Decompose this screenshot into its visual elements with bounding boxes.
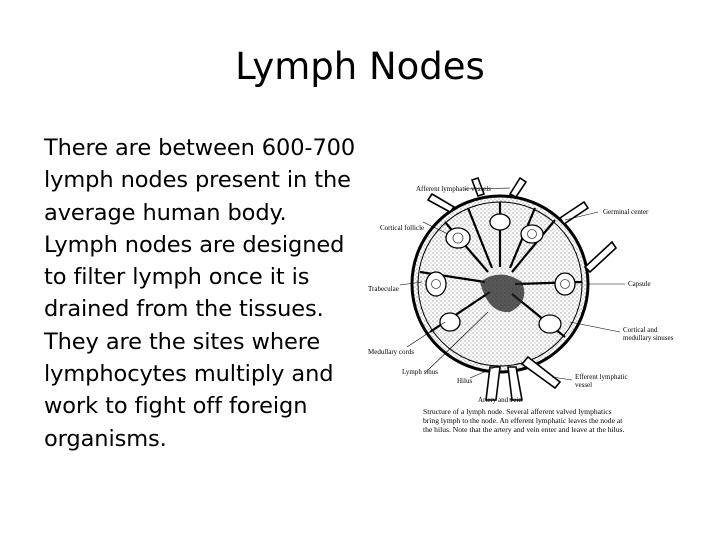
slide-title: Lymph Nodes (235, 45, 485, 88)
slide-body-text: There are between 600-700 lymph nodes pr… (44, 135, 356, 452)
label-germinal-center: Germinal center (603, 208, 649, 216)
label-cortical-follicle: Cortical follicle (380, 224, 425, 232)
label-artery-and-vein: Artery and vein (478, 396, 522, 404)
label-trabeculae: Trabeculae (368, 285, 399, 293)
label-efferent-vessel: vessel (575, 381, 593, 389)
label-medullary-cords: Medullary cords (368, 348, 415, 356)
figure-caption: Structure of a lymph node. Several affer… (423, 407, 625, 435)
label-hilus: Hilus (457, 377, 473, 385)
lymph-node-illustration (399, 176, 625, 402)
lymph-node-diagram: Afferent lymphatic vessels Germinal cent… (360, 172, 673, 452)
label-afferent-lymphatic-vessels: Afferent lymphatic vessels (416, 185, 491, 193)
label-lymph-sinus: Lymph sinus (402, 368, 438, 376)
label-cortical-and: Cortical and (623, 326, 658, 334)
label-capsule: Capsule (628, 280, 651, 288)
label-efferent-lymphatic: Efferent lymphatic (575, 373, 628, 381)
label-medullary-sinuses: medullary sinuses (623, 334, 674, 342)
